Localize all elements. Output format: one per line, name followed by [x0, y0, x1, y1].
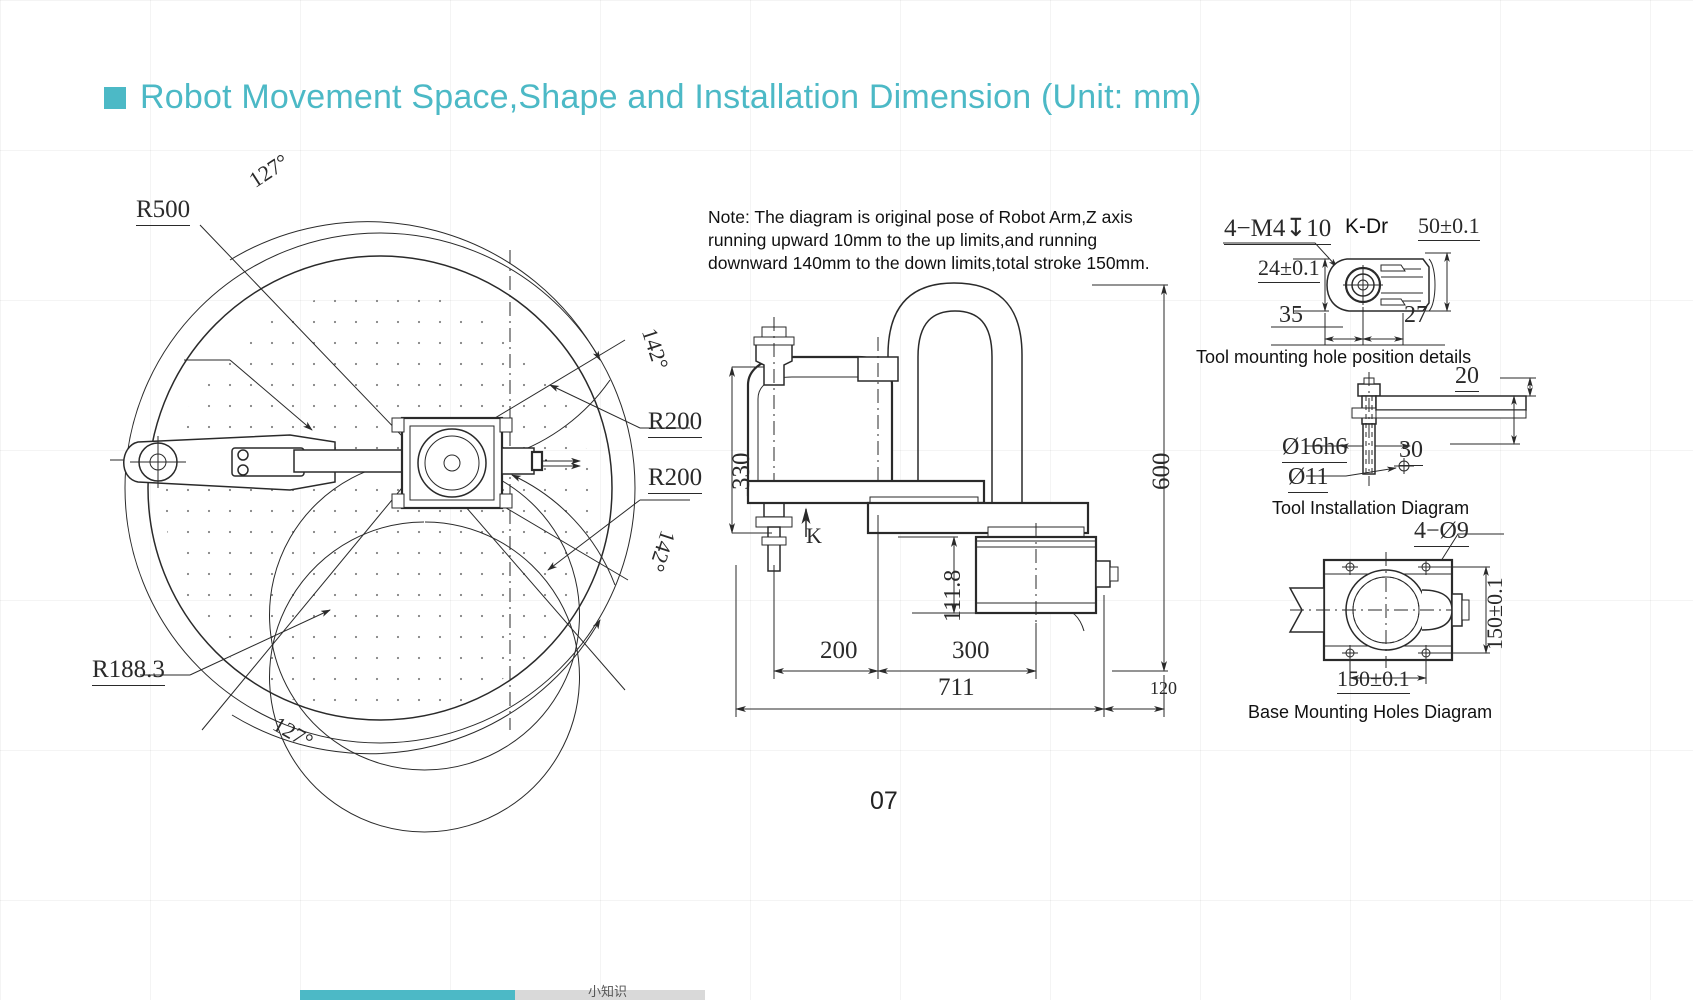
- footer-bar-accent: [300, 990, 515, 1000]
- label-20: 20: [1455, 363, 1479, 392]
- dim-600: [1092, 284, 1168, 672]
- base-plate: [1288, 552, 1470, 668]
- base-unit: [974, 523, 1119, 625]
- label-4-d9: 4−Ø9: [1414, 518, 1469, 547]
- note-line-2: running upward 10mm to the up limits,and…: [708, 230, 1098, 250]
- label-50-tol: 50±0.1: [1418, 213, 1480, 241]
- caption-tool-hole: Tool mounting hole position details: [1196, 347, 1472, 367]
- label-16h6: Ø16h6: [1282, 434, 1348, 463]
- radius-leaders: [140, 359, 690, 676]
- dim-150-vertical: [1430, 566, 1490, 654]
- label-k-dr: K-Dr: [1345, 215, 1389, 238]
- label-30: 30: [1399, 437, 1423, 466]
- dim-label-330: 330: [728, 452, 755, 491]
- base-mounting-drawing: [1288, 533, 1504, 684]
- tool-hole-detail-drawing: [1223, 242, 1451, 346]
- dim-24: [1293, 258, 1329, 312]
- envelope-outline-r500: [124, 232, 636, 744]
- label-24-tol: 24±0.1: [1258, 255, 1320, 283]
- label-r500: R500: [136, 196, 191, 226]
- work-envelope-fill: [165, 290, 594, 718]
- dim-711-120: [735, 565, 1165, 717]
- label-r200-lower: R200: [648, 464, 703, 494]
- note-line-1: Note: The diagram is original pose of Ro…: [708, 207, 1133, 227]
- dim-label-120: 120: [1150, 678, 1177, 698]
- page-title: Robot Movement Space,Shape and Installat…: [140, 78, 1202, 116]
- lower-lobe-arc: [269, 521, 580, 833]
- dim-label-200: 200: [820, 637, 858, 664]
- thread-depth: 10: [1306, 215, 1332, 242]
- footer-text: 小知识: [588, 984, 628, 999]
- angle-arc-142-lower: [511, 474, 616, 586]
- arm-link-1: [746, 479, 986, 506]
- label-k-arrow: K: [806, 523, 822, 548]
- dim-111-8: [898, 536, 982, 614]
- label-11: Ø11: [1288, 464, 1329, 493]
- upper-lobe-arc: [269, 459, 580, 771]
- note-block: Note: The diagram is original pose of Ro…: [708, 206, 1228, 275]
- dim-label-300: 300: [952, 637, 990, 664]
- dim-27-35: [1271, 307, 1445, 346]
- label-r200-upper: R200: [648, 408, 703, 438]
- page-number: 07: [870, 787, 898, 815]
- dim-50: [1425, 252, 1451, 312]
- thread-spec: 4−M4: [1224, 215, 1286, 242]
- hole-11-marker: [1394, 458, 1414, 474]
- tool-installation-drawing: [1306, 372, 1536, 486]
- tool-shaft-assembly: [1351, 372, 1527, 486]
- label-35: 35: [1279, 302, 1303, 328]
- footer-bar-grey: [515, 990, 705, 1000]
- elevation-view-drawing: [729, 282, 1168, 717]
- page-header: Robot Movement Space,Shape and Installat…: [104, 78, 1202, 117]
- caption-tool-installation: Tool Installation Diagram: [1272, 498, 1470, 518]
- label-r188: R188.3: [92, 656, 165, 686]
- label-150-vertical: 150±0.1: [1482, 577, 1507, 650]
- dim-200-300: [773, 515, 1037, 679]
- leader-d11: [1306, 466, 1397, 477]
- z-axis-shaft: [753, 317, 795, 572]
- depth-icon: ↧: [1285, 215, 1307, 242]
- label-150-horizontal: 150±0.1: [1337, 666, 1410, 694]
- dim-330: [729, 366, 772, 534]
- dim-label-111-8: 111.8: [940, 569, 966, 622]
- caption-base-mounting: Base Mounting Holes Diagram: [1248, 702, 1493, 722]
- note-line-3: downward 140mm to the down limits,total …: [708, 253, 1150, 273]
- robot-arm-plan: [123, 416, 581, 510]
- dim-30: [1450, 395, 1520, 445]
- arm-link-2: [866, 501, 1090, 538]
- dim-label-600: 600: [1148, 452, 1175, 491]
- plan-view-drawing: [110, 221, 690, 833]
- angle-arc-127-bottom: [231, 619, 601, 755]
- label-thread-4m4: 4−M4↧10: [1224, 213, 1332, 245]
- dim-20: [1500, 377, 1536, 397]
- angle-arc-127-top: [229, 221, 601, 361]
- header-bullet-icon: [104, 86, 126, 109]
- dim-150-horizontal: [1349, 656, 1427, 684]
- dim-label-711: 711: [938, 674, 975, 701]
- label-27: 27: [1404, 302, 1428, 328]
- robot-head-housing: [746, 337, 899, 515]
- tool-flange-section: [1326, 258, 1436, 312]
